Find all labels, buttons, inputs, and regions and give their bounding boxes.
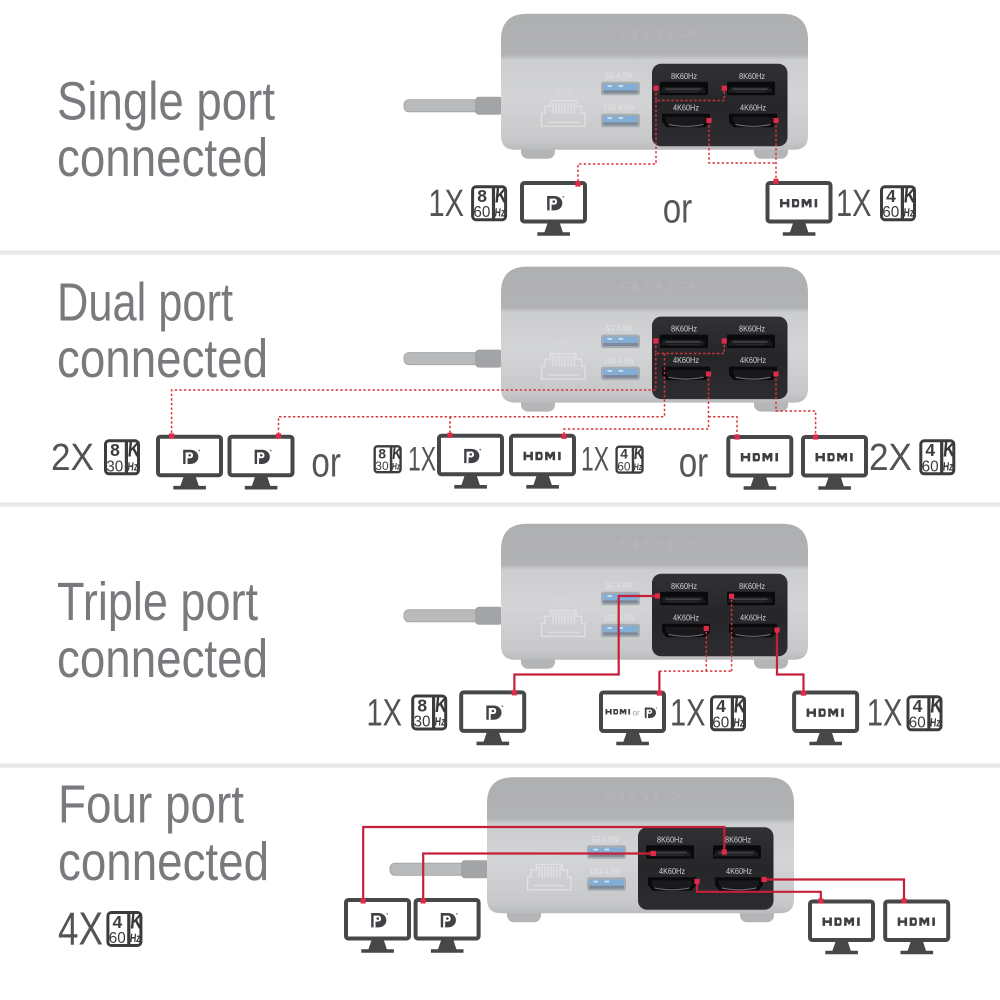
svg-text:or: or [311, 438, 341, 485]
svg-text:or: or [663, 185, 693, 232]
svg-text:1X: 1X [670, 693, 706, 735]
svg-text:1X: 1X [836, 183, 872, 225]
svg-text:1X: 1X [867, 693, 903, 735]
svg-text:Four port: Four port [58, 775, 244, 835]
svg-text:4X: 4X [58, 903, 103, 955]
svg-text:Triple port: Triple port [57, 572, 258, 632]
svg-text:2X: 2X [51, 437, 94, 479]
svg-text:2X: 2X [869, 437, 912, 479]
svg-text:or: or [679, 438, 709, 485]
svg-text:connected: connected [57, 329, 268, 389]
svg-text:1X: 1X [429, 183, 465, 225]
svg-text:1X: 1X [367, 693, 403, 735]
svg-text:connected: connected [57, 629, 268, 689]
svg-text:1X: 1X [408, 441, 436, 479]
svg-text:connected: connected [57, 128, 268, 188]
svg-text:connected: connected [58, 832, 269, 892]
svg-text:Dual port: Dual port [57, 273, 233, 333]
svg-text:Single port: Single port [57, 72, 275, 132]
svg-text:1X: 1X [581, 441, 609, 479]
